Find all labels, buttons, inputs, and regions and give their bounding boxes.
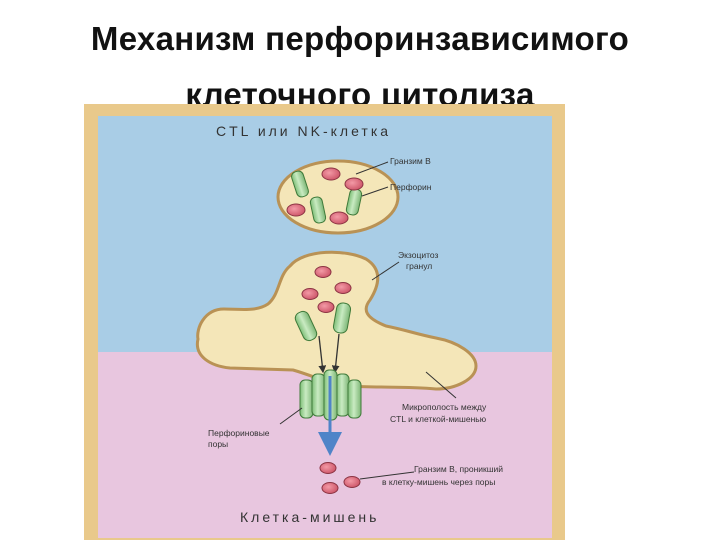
cytolysis-diagram: CTL или NK-клетка Гранзим В Перфорин Экз…: [84, 104, 565, 540]
effector-cell-label: CTL или NK-клетка: [216, 123, 391, 139]
leader-line-granzyme: [355, 161, 389, 175]
leader-line-perforin: [361, 186, 389, 197]
vesicle-perforins: [291, 170, 363, 224]
granzyme-b: [321, 482, 339, 494]
perforin-cylinder: [332, 302, 352, 334]
exocytosis-label-line1: Экзоцитоз: [398, 250, 438, 260]
granzyme-b: [301, 288, 319, 300]
leader-line-exocytosis: [371, 261, 400, 281]
pores-label-line2: поры: [208, 439, 228, 449]
leader-lines: [279, 161, 457, 480]
granzyme-b: [329, 211, 349, 225]
perforin-label: Перфорин: [390, 182, 432, 192]
granzyme-b: [317, 301, 335, 313]
perforin-pore: [299, 369, 362, 421]
granzyme-b: [321, 167, 341, 181]
microcavity-label-line1: Микрополость между: [402, 402, 487, 412]
granzyme-b: [343, 476, 361, 488]
page-title: Механизм перфоринзависимого: [90, 20, 630, 57]
perforin-cylinder: [294, 310, 318, 342]
flow-arrow: [318, 335, 327, 374]
vesicle-granzymes: [286, 167, 364, 225]
granule-vesicle: [276, 159, 400, 235]
exocytosis-label-line2: гранул: [406, 261, 432, 271]
granzyme-b: [286, 203, 306, 217]
released-granzymes: [301, 266, 352, 313]
granzyme-entered-label-line1: Гранзим В, проникший: [414, 464, 503, 474]
leader-line-microcavity: [425, 371, 457, 399]
granzyme-b: [314, 266, 332, 278]
leader-line-granzyme-entered: [359, 471, 415, 480]
granzyme-entered-label-line2: в клетку-мишень через поры: [382, 477, 495, 487]
leader-line-pores: [279, 407, 303, 425]
granzyme-b: [344, 177, 364, 191]
target-granzymes: [319, 462, 361, 494]
descending-perforins: [294, 302, 352, 342]
granzyme-label: Гранзим В: [390, 156, 431, 166]
microcavity-label-line2: CTL и клеткой-мишенью: [390, 414, 487, 424]
granzyme-b: [319, 462, 337, 474]
granzyme-b: [334, 282, 352, 294]
perforin-cylinder: [309, 196, 327, 224]
perforin-cylinder: [291, 170, 309, 198]
pores-label-line1: Перфориновые: [208, 428, 270, 438]
target-cell-label: Клетка-мишень: [240, 509, 379, 525]
flow-arrow: [331, 333, 340, 374]
